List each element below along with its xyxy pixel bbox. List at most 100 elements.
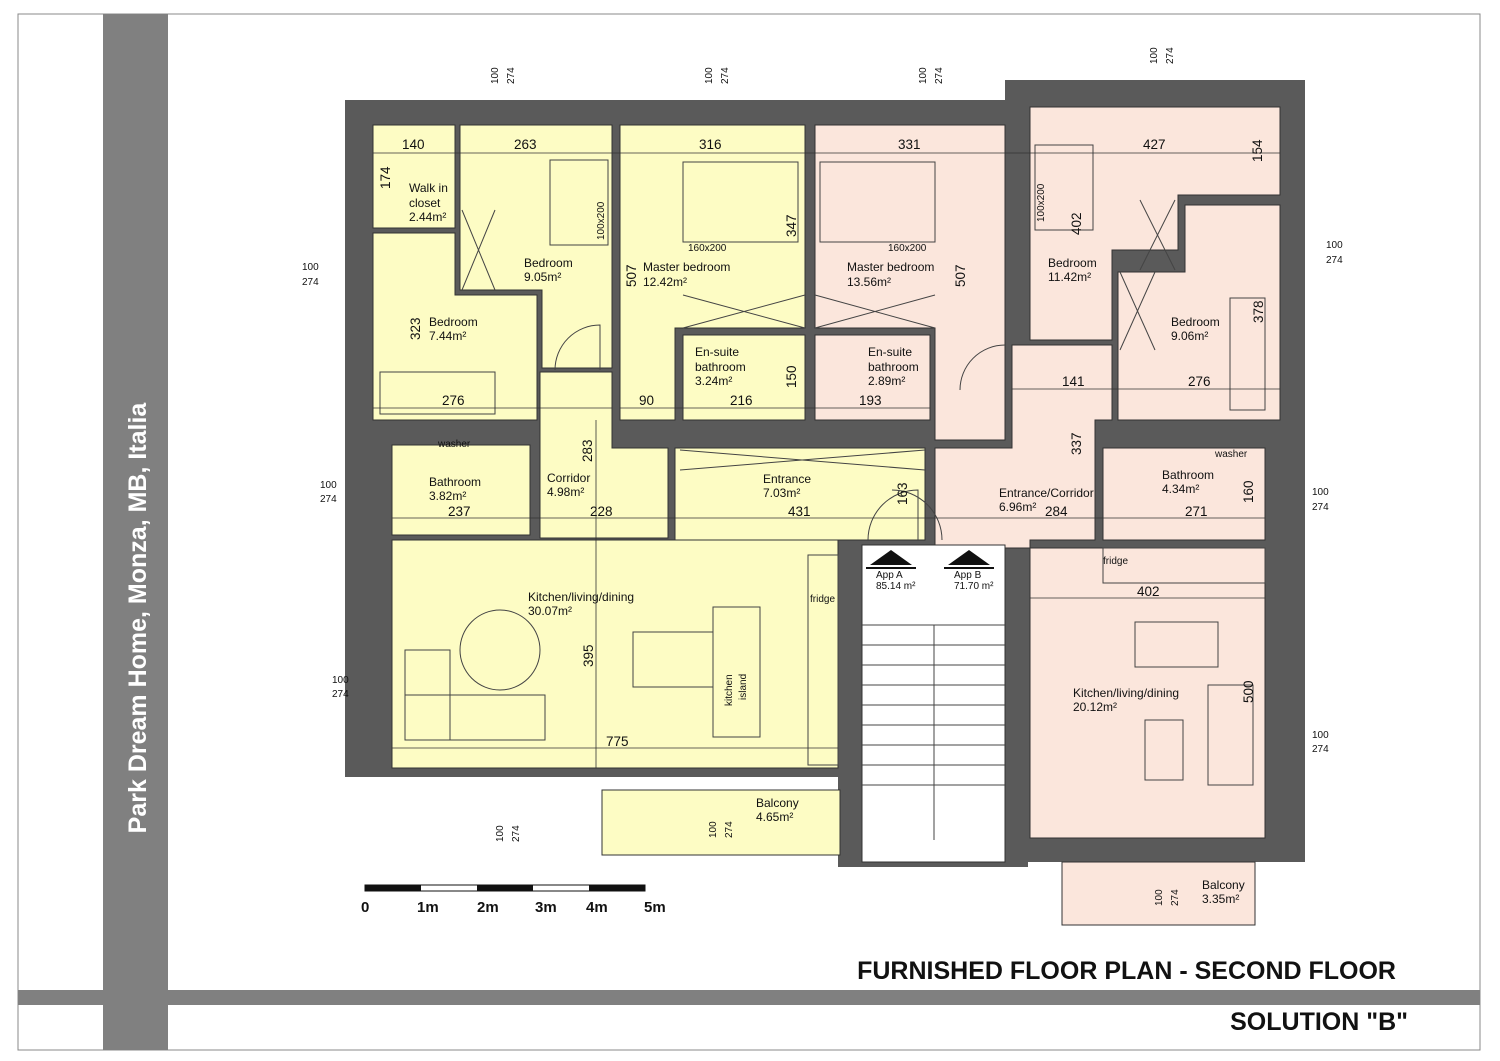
rooms-balconyB-area-text: 3.35m² [1202, 892, 1239, 906]
rooms-bed905-name-text: Bedroom [524, 256, 573, 270]
rooms-ensuite289-name1-text: En-suite [868, 345, 912, 359]
dimensions-d263-text: 263 [514, 137, 537, 152]
entry-arrow-icon [948, 550, 990, 565]
window_dim-height-text: 274 [320, 494, 337, 505]
rooms-bed1142-area-text: 11.42m² [1048, 270, 1091, 284]
window_dim-height-text: 274 [720, 67, 731, 84]
single-bed-icon [549, 159, 609, 246]
rooms-bed906-name-text: Bedroom [1171, 315, 1220, 329]
app-a-label: App A [876, 570, 903, 581]
dimensions-d507a-text: 507 [624, 264, 639, 287]
scale-3-text: 3m [535, 899, 557, 916]
dimensions-d337-text: 337 [1069, 432, 1084, 455]
window_dim-height-text: 274 [511, 825, 522, 842]
app-b-label: App B [954, 570, 982, 581]
rooms-bath382-name-text: Bathroom [429, 475, 481, 489]
washer-label-b: washer [1214, 449, 1248, 460]
dimensions-d154-text: 154 [1250, 139, 1265, 162]
rooms-bath434-area-text: 4.34m² [1162, 482, 1199, 496]
room-walkin-closet [372, 124, 456, 229]
double-bed-icon [819, 161, 936, 243]
window_dim-width-text: 100 [1149, 47, 1160, 64]
fridge-label-b: fridge [1103, 556, 1128, 567]
rooms-bed744-name-text: Bedroom [429, 315, 478, 329]
dimensions-d283-text: 283 [580, 439, 595, 462]
rooms-master1356-name-text: Master bedroom [847, 260, 934, 274]
window_dim-height-text: 274 [724, 821, 735, 838]
rooms-corridor-name-text: Corridor [547, 471, 590, 485]
dimensions-d378-text: 378 [1251, 300, 1266, 323]
kitchen-island-label-1: kitchen [724, 674, 735, 706]
kitchen-counter-icon [1102, 547, 1266, 584]
project-name: Park Dream Home, Monza, MB, Italia [124, 402, 152, 834]
dimensions-d228-text: 228 [590, 504, 613, 519]
single-bed-size: 100x200 [1036, 183, 1047, 222]
dimension-labels: 140 263 316 331 427 154 174 323 276 507 … [378, 137, 1266, 749]
rooms-kitchenB-area-text: 20.12m² [1073, 700, 1117, 714]
scale-1-text: 1m [417, 899, 439, 916]
dimensions-d323-text: 323 [408, 317, 423, 340]
rooms-balconyB-name-text: Balcony [1202, 878, 1245, 892]
room-bedroom-906 [1117, 204, 1281, 421]
room-kitchen-a [391, 539, 839, 769]
rooms-kitchenA-name-text: Kitchen/living/dining [528, 590, 634, 604]
window_dim-width-text: 100 [490, 67, 501, 84]
rooms-ensuite324-name1-text: En-suite [695, 345, 739, 359]
kitchen-island-icon [712, 606, 761, 738]
double-bed-size: 160x200 [888, 243, 927, 254]
rooms-kitchenA-area-text: 30.07m² [528, 604, 572, 618]
dimensions-d237-text: 237 [448, 504, 471, 519]
rooms-entcorr-name-text: Entrance/Corridor [999, 486, 1094, 500]
dimensions-d163-text: 163 [895, 482, 910, 505]
window_dim-height-text: 274 [302, 277, 319, 288]
dimensions-d90-text: 90 [639, 393, 654, 408]
app-b-area: 71.70 m² [954, 581, 994, 592]
window_dim-width-text: 100 [918, 67, 929, 84]
rooms-balconyA-area-text: 4.65m² [756, 810, 793, 824]
room-balcony-a [601, 789, 841, 856]
sofa-icon [379, 371, 496, 415]
window_dim-width-text: 100 [320, 480, 337, 491]
dimensions-d775-text: 775 [606, 734, 629, 749]
room-balcony-b [1061, 861, 1256, 926]
window_dim-width-text: 100 [708, 821, 719, 838]
window-dimensions: 100 274 100 274 100 274 100 274 100 274 … [302, 47, 1343, 906]
window_dim-width-text: 100 [495, 825, 506, 842]
sofa-icon [1207, 684, 1254, 786]
window_dim-width-text: 100 [332, 675, 349, 686]
dimensions-d140-text: 140 [402, 137, 425, 152]
rooms-walkin-name1-text: Walk in [409, 181, 448, 195]
side-band [103, 14, 168, 1050]
window_dim-width-text: 100 [1312, 487, 1329, 498]
sheet-frame [17, 13, 1481, 1051]
room-kitchen-b [1029, 547, 1266, 839]
furniture [379, 144, 1266, 786]
rooms-bed1142-name-text: Bedroom [1048, 256, 1097, 270]
single-bed-icon [1034, 144, 1094, 231]
window_dim-height-text: 274 [1170, 889, 1181, 906]
window_dim-height-text: 274 [1326, 255, 1343, 266]
single-bed-size: 100x200 [596, 201, 607, 240]
dimensions-d316-text: 316 [699, 137, 722, 152]
rooms-entrance-name-text: Entrance [763, 472, 811, 486]
room-master-1242 [619, 124, 806, 421]
dimensions-d193-text: 193 [859, 393, 882, 408]
window_dim-width-text: 100 [1154, 889, 1165, 906]
window_dim-height-text: 274 [1312, 502, 1329, 513]
dimensions-d276b-text: 276 [1188, 374, 1211, 389]
dimensions-d347-text: 347 [784, 214, 799, 237]
room-corridor [539, 371, 669, 539]
window_dim-height-text: 274 [332, 689, 349, 700]
plan-title: FURNISHED FLOOR PLAN - SECOND FLOOR [857, 957, 1396, 985]
dimensions-d507b-text: 507 [953, 264, 968, 287]
rooms-bath434-name-text: Bathroom [1162, 468, 1214, 482]
room-ensuite-289 [814, 334, 931, 421]
window_dim-height-text: 274 [934, 67, 945, 84]
dimensions-d402b-text: 402 [1137, 584, 1160, 599]
sofa-icon [1229, 297, 1266, 411]
room-ensuite-324 [682, 334, 806, 421]
sofa-icon [404, 694, 546, 741]
app-a-area: 85.14 m² [876, 581, 916, 592]
rooms-ensuite289-area-text: 2.89m² [868, 374, 905, 388]
dimensions-d150-text: 150 [784, 365, 799, 388]
